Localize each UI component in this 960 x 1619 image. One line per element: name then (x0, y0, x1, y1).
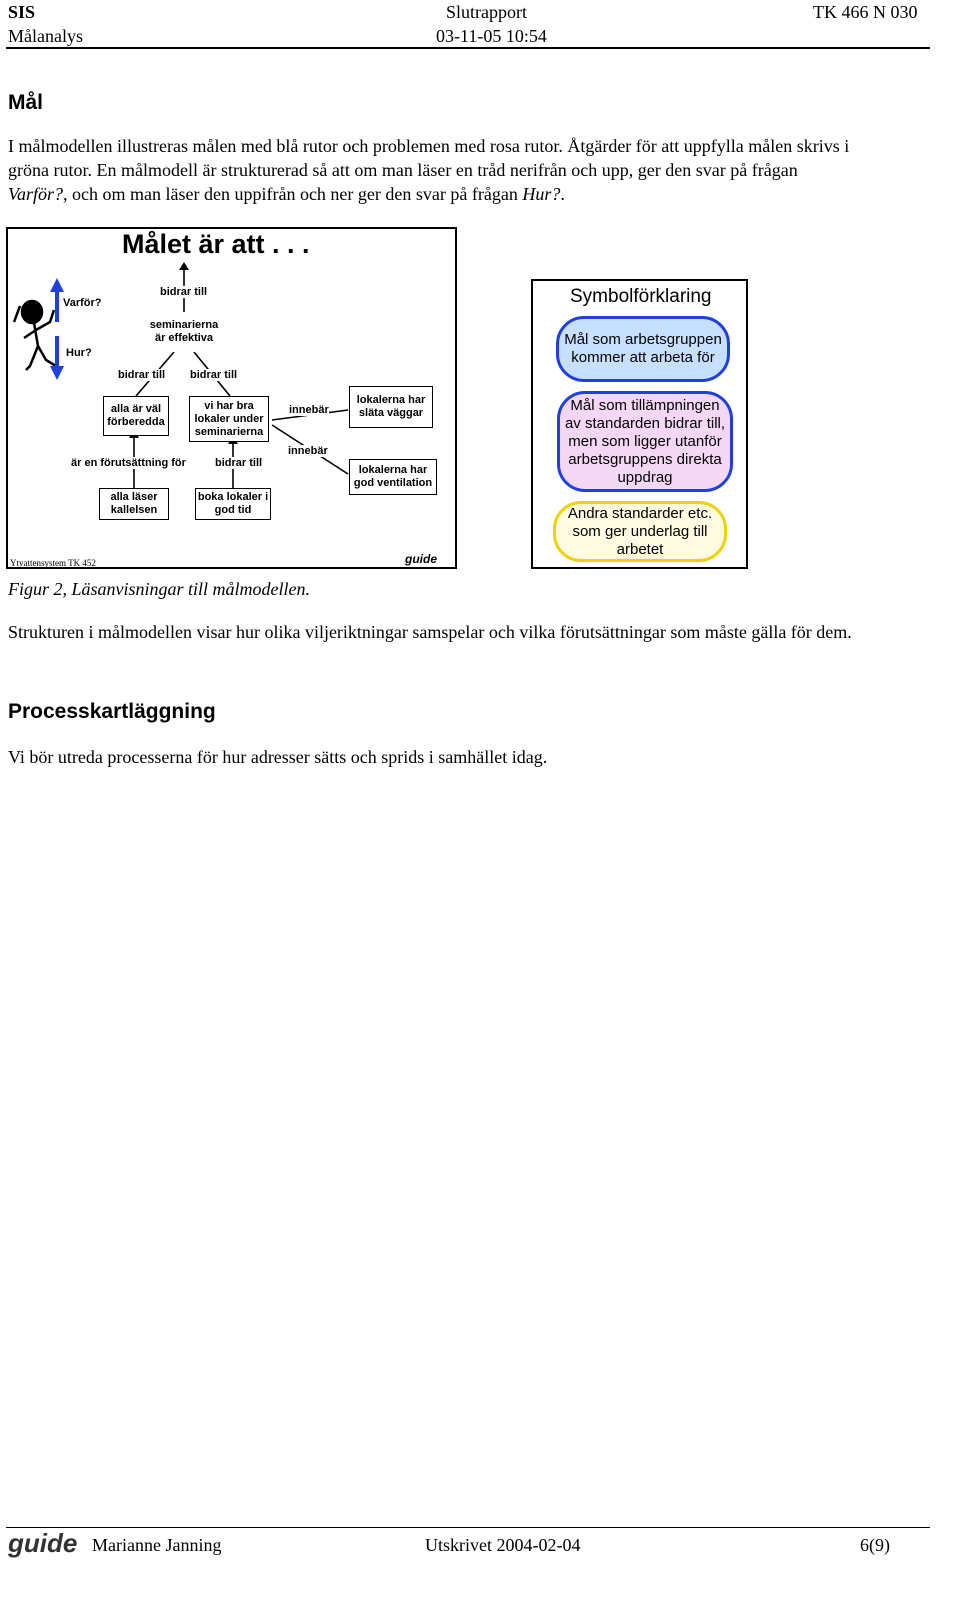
legend-pink: Mål som tillämpningen av standarden bidr… (557, 391, 733, 492)
intro-end: . (560, 184, 565, 204)
label-bidrar-top: bidrar till (160, 286, 208, 298)
why-arrow-icon (50, 278, 64, 322)
goal-title: Målet är att . . . (122, 229, 310, 259)
intro-line-1: I målmodellen illustreras målen med blå … (8, 136, 850, 156)
header-datetime: 03-11-05 10:54 (436, 26, 547, 46)
section-heading-process: Processkartläggning (8, 700, 216, 723)
footer-logo: guide (8, 1528, 78, 1558)
box-boka-lokaler: boka lokaler i god tid (195, 488, 271, 520)
header-subtitle: Målanalys (8, 26, 83, 46)
legend-blue: Mål som arbetsgruppen kommer att arbeta … (556, 316, 730, 382)
figure-source-label: Ytvattensystem TK 452 (10, 558, 96, 568)
section-heading-mal: Mål (8, 91, 44, 114)
legend-yellow: Andra standarder etc. som ger underlag t… (553, 501, 727, 562)
how-label: Hur? (66, 347, 92, 359)
intro-line-3: , och om man läser den uppifrån och ner … (63, 184, 518, 204)
label-bidrar-left: bidrar till (118, 369, 166, 381)
label-bidrar-lower: bidrar till (215, 457, 263, 469)
label-innebar-1: innebär (289, 404, 329, 416)
box-god-ventilation: lokalerna har god ventilation (349, 459, 437, 495)
why-label: Varför? (63, 297, 102, 309)
header-doc-title: Slutrapport (446, 2, 527, 22)
intro-why: Varför? (8, 184, 64, 204)
how-arrow-icon (50, 336, 64, 380)
structure-text: Strukturen i målmodellen visar hur olika… (8, 622, 852, 642)
figure-logo: guide (405, 552, 437, 566)
goal-model-lines (12, 262, 349, 488)
footer-printed: Utskrivet 2004-02-04 (425, 1535, 581, 1555)
process-text: Vi bör utreda processerna för hur adress… (8, 747, 548, 767)
box-alla-laser-kallelsen: alla läser kallelsen (99, 488, 169, 520)
box-bra-lokaler: vi har bra lokaler under seminarierna (189, 396, 269, 442)
legend-panel (531, 279, 748, 569)
stick-figure-icon (12, 299, 57, 371)
footer-author: Marianne Janning (92, 1535, 222, 1555)
intro-how: Hur? (522, 184, 561, 204)
intro-line-2: gröna rutor. En målmodell är strukturera… (8, 160, 798, 180)
box-alla-val-forberedda: alla är väl förberedda (103, 396, 169, 436)
header-divider (6, 47, 930, 49)
figure-caption: Figur 2, Läsanvisningar till målmodellen… (8, 579, 311, 599)
footer-page: 6(9) (860, 1535, 890, 1555)
label-bidrar-right: bidrar till (190, 369, 238, 381)
label-forutsattning: är en förutsättning för (71, 457, 186, 469)
goal-model-figure (6, 227, 457, 569)
header-org: SIS (8, 2, 36, 22)
box-seminarierna: seminarierna är effektiva (144, 312, 224, 352)
header-code: TK 466 N 030 (813, 2, 918, 22)
legend-title: Symbolförklaring (570, 286, 712, 307)
box-slata-vaggar: lokalerna har släta väggar (349, 386, 433, 428)
label-innebar-2: innebär (288, 445, 328, 457)
footer-divider (6, 1527, 930, 1528)
intro-paragraph: I målmodellen illustreras målen med blå … (8, 134, 928, 206)
